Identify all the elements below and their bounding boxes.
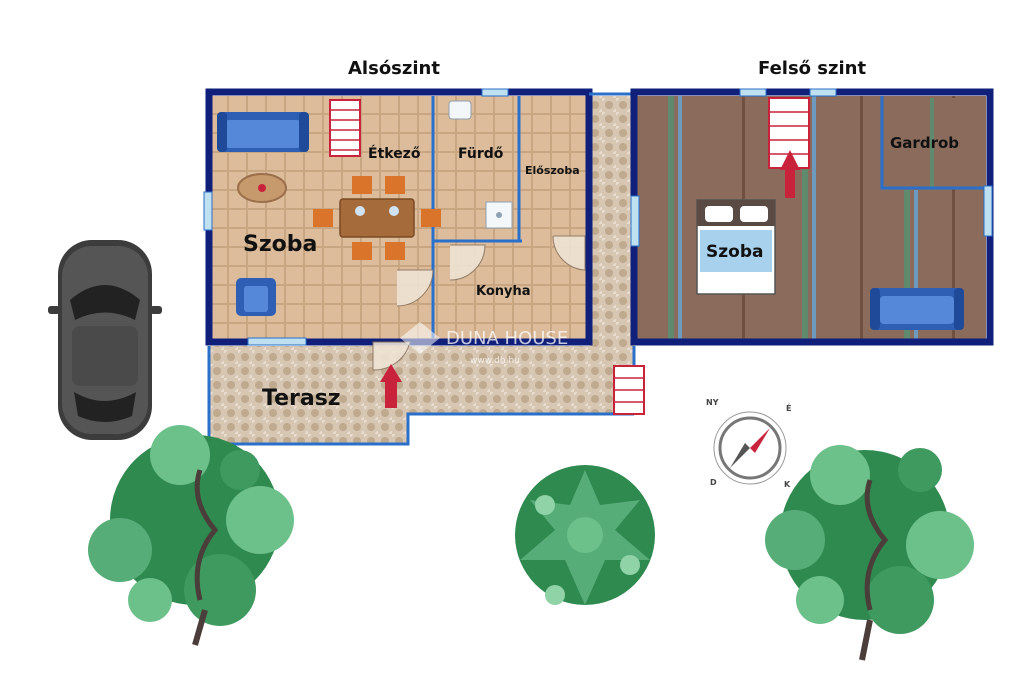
compass-label-west: K bbox=[784, 480, 791, 489]
room-label-konyha: Konyha bbox=[476, 284, 531, 299]
sofa-icon bbox=[217, 112, 309, 152]
room-label-furdo: Fürdő bbox=[458, 146, 504, 162]
tree-middle-icon bbox=[515, 465, 655, 605]
room-label-gardrob: Gardrob bbox=[890, 134, 960, 152]
armchair-icon bbox=[236, 278, 276, 316]
compass-label-south: D bbox=[710, 478, 717, 487]
upper-stairs-icon bbox=[768, 97, 810, 198]
watermark-url: www.dh.hu bbox=[470, 356, 520, 366]
tree-left-icon bbox=[88, 425, 294, 646]
upper-floor-title: Felső szint bbox=[758, 58, 867, 79]
watermark-brand: DUNA HOUSE bbox=[446, 328, 569, 349]
lower-floor bbox=[203, 88, 645, 446]
room-label-eloszoba: Előszoba bbox=[525, 164, 580, 177]
door-icon bbox=[396, 269, 434, 307]
terrace-floor bbox=[209, 346, 634, 444]
compass-label-north: NY bbox=[706, 398, 719, 407]
dining-table-icon bbox=[313, 176, 441, 260]
entrance-arrow-icon bbox=[380, 364, 402, 408]
terrace-stairs-icon bbox=[613, 365, 645, 415]
room-label-etkezo: Étkező bbox=[368, 146, 421, 162]
compass-label-east: É bbox=[786, 404, 792, 413]
room-label-szoba-upper: Szoba bbox=[706, 242, 764, 262]
watermark-logo bbox=[400, 322, 440, 354]
corridor-floor bbox=[590, 96, 634, 346]
lower-floor-title: Alsószint bbox=[348, 58, 440, 79]
car-icon bbox=[48, 240, 162, 440]
stairs-icon bbox=[329, 99, 361, 157]
tree-right-icon bbox=[765, 445, 974, 661]
bed-icon bbox=[696, 199, 776, 295]
upper-sofa-icon bbox=[870, 288, 964, 330]
terrace-edge bbox=[207, 346, 634, 446]
sink-icon bbox=[448, 100, 472, 120]
upper-floor bbox=[630, 88, 994, 346]
compass-icon bbox=[713, 411, 787, 485]
room-label-terasz: Terasz bbox=[262, 386, 341, 411]
lower-outer-wall bbox=[205, 88, 593, 346]
room-label-szoba-lower: Szoba bbox=[243, 232, 318, 257]
